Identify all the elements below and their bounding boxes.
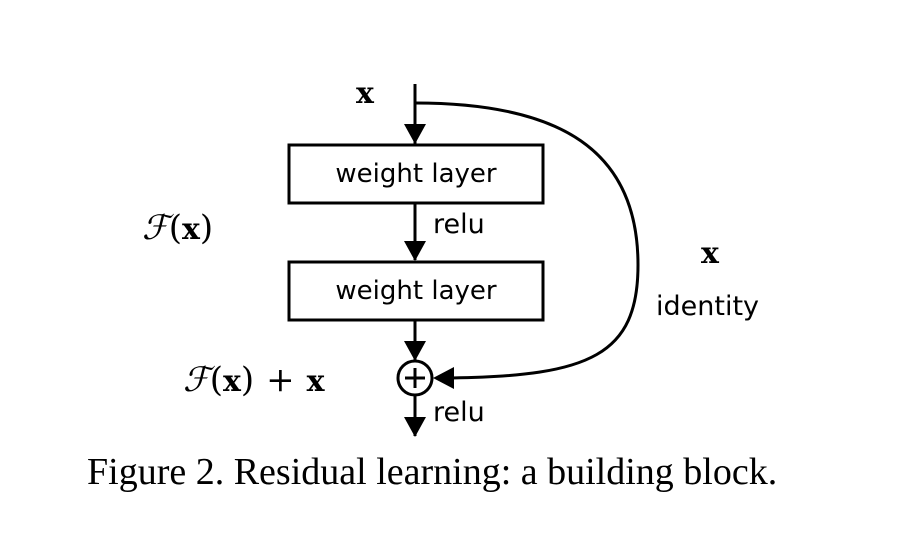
weight-layer-label-1: weight layer: [335, 159, 497, 189]
residual-function-label: ℱ(x): [142, 208, 213, 248]
layer-to-adder-arrowhead: [404, 341, 426, 361]
relu-arrowhead: [404, 241, 426, 261]
shortcut-x-label: x: [701, 236, 719, 271]
relu-label-middle: relu: [433, 209, 485, 240]
identity-label: identity: [656, 291, 760, 322]
paren-close: ): [240, 360, 255, 400]
identity-shortcut-arrowhead: [433, 367, 454, 389]
figure-caption: Figure 2. Residual learning: a building …: [87, 451, 778, 493]
weight-layer-label-2: weight layer: [335, 276, 497, 306]
F-symbol: ℱ: [142, 208, 169, 248]
relu-label-output: relu: [433, 397, 485, 428]
paren-open: (: [209, 360, 223, 400]
paren-close: ): [199, 208, 214, 248]
identity-shortcut-curve: [414, 101, 640, 380]
output-arrowhead: [404, 417, 426, 437]
sum-expression-label: ℱ(x)+x: [183, 360, 325, 400]
x-symbol: x: [223, 364, 241, 399]
plus-symbol: +: [266, 360, 295, 400]
F-symbol: ℱ: [183, 360, 210, 400]
x-symbol: x: [182, 212, 200, 247]
x-symbol-2: x: [306, 364, 325, 399]
weight-layer-box-1: [287, 143, 545, 205]
paren-open: (: [168, 208, 182, 248]
input-x-label: x: [356, 76, 374, 111]
input-arrowhead: [404, 124, 426, 144]
